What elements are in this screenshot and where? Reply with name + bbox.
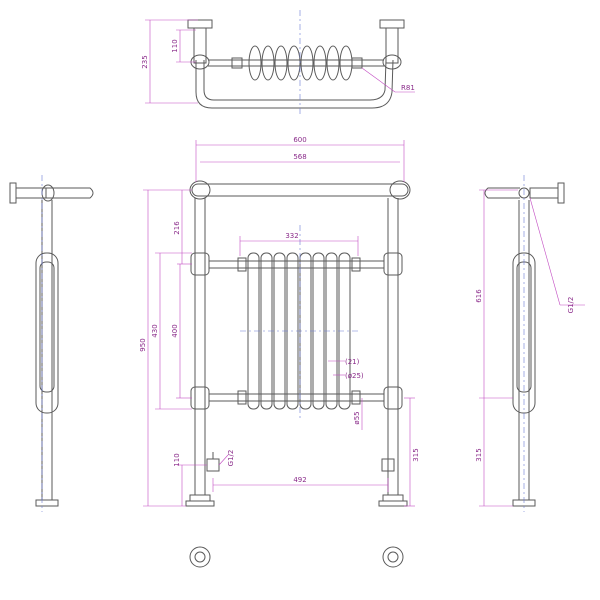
dimension-layer bbox=[143, 19, 585, 507]
front-view bbox=[185, 180, 411, 507]
centerline-layer bbox=[41, 10, 525, 512]
floor-flanges bbox=[189, 546, 404, 568]
dim-leg-height: 110 bbox=[173, 453, 181, 466]
dimension-labels: 600 568 332 492 950 216 430 400 110 G1/2… bbox=[139, 39, 575, 484]
dim-side-thread: G1/2 bbox=[567, 297, 575, 314]
dim-radiator-width: 332 bbox=[285, 232, 298, 240]
dim-side-height: 616 bbox=[475, 289, 483, 303]
dim-height-400: 400 bbox=[171, 324, 179, 337]
top-towel-rail bbox=[191, 183, 409, 197]
dim-label-21: (21) bbox=[345, 358, 360, 366]
dim-bend-radius: R81 bbox=[401, 84, 415, 92]
right-side-view bbox=[484, 182, 565, 507]
dim-top-depth: 235 bbox=[141, 55, 149, 68]
dim-overall-width: 600 bbox=[293, 136, 306, 144]
dim-label-25: (ø25) bbox=[345, 372, 364, 380]
dim-rail-centres: 568 bbox=[293, 153, 306, 161]
dim-pipe-centres: 492 bbox=[293, 476, 306, 484]
top-view bbox=[187, 19, 405, 109]
left-side-view bbox=[9, 182, 94, 507]
dim-valve-thread: G1/2 bbox=[227, 450, 235, 467]
right-valve bbox=[381, 458, 395, 472]
dim-height-430: 430 bbox=[151, 324, 159, 337]
dim-top-offset: 110 bbox=[171, 39, 179, 52]
dim-side-bracket: 315 bbox=[475, 448, 483, 461]
dim-overall-height: 950 bbox=[139, 338, 147, 351]
left-valve bbox=[206, 458, 220, 472]
dim-label-55: ø55 bbox=[353, 411, 361, 424]
left-side-bracket bbox=[35, 252, 59, 414]
top-view-sections bbox=[248, 45, 353, 81]
dim-bracket-height: 315 bbox=[412, 448, 420, 461]
outline-layer bbox=[9, 19, 565, 568]
dim-top-rail-drop: 216 bbox=[173, 221, 181, 235]
